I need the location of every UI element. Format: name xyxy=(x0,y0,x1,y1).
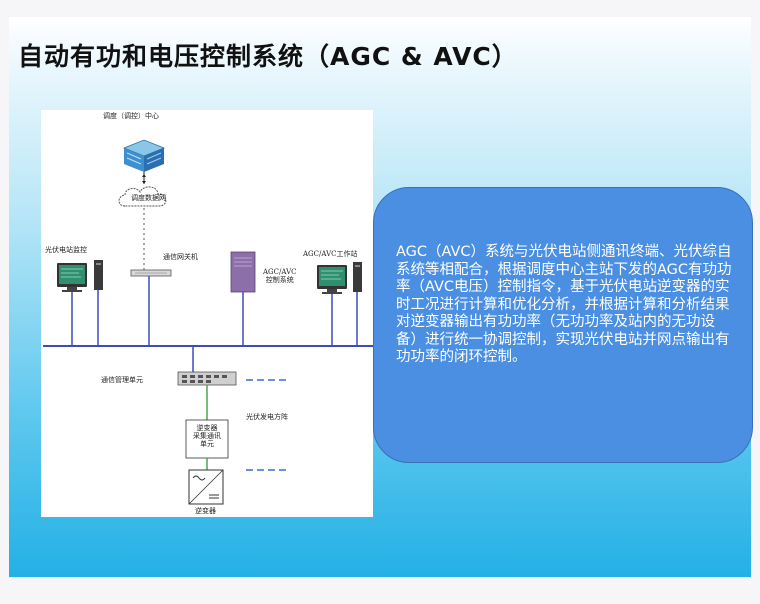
description-text: AGC（AVC）系统与光伏电站侧通讯终端、光伏综自系统等相配合，根据调度中心主站… xyxy=(396,244,732,365)
monitor-icon xyxy=(57,260,103,292)
pv-array-label: 光伏发电方阵 xyxy=(246,413,288,421)
server-cluster-icon xyxy=(122,139,166,172)
inverter-comm-unit-label: 逆变器 采集通讯 单元 xyxy=(193,424,221,449)
inverter-icon xyxy=(188,469,224,505)
slide-title: 自动有功和电压控制系统（AGC & AVC） xyxy=(18,42,518,71)
system-diagram: 调度（调控）中心 调度数据网 光伏电站监控 通信网关机 AGC/AVC 控制系统… xyxy=(41,110,373,517)
pv-monitor-label: 光伏电站监控 xyxy=(45,246,87,254)
switch-icon xyxy=(130,269,172,277)
tower-pc-icon xyxy=(230,251,256,293)
slide: 自动有功和电压控制系统（AGC & AVC） xyxy=(9,17,753,577)
cloud-icon xyxy=(118,186,167,207)
inverter-label: 逆变器 xyxy=(195,507,216,515)
diagram-lines xyxy=(43,139,373,505)
gateway-label: 通信网关机 xyxy=(163,253,198,261)
agc-avc-workstation-label: AGC/AVC工作站 xyxy=(303,250,358,258)
agc-avc-system-label: AGC/AVC 控制系统 xyxy=(263,268,297,285)
dispatch-center-label: 调度（调控）中心 xyxy=(103,112,159,120)
monitor-icon xyxy=(317,262,362,294)
comm-manager-label: 通信管理单元 xyxy=(101,376,143,384)
dispatch-network-label: 调度数据网 xyxy=(131,194,166,202)
switch-icon xyxy=(177,371,237,386)
description-panel: AGC（AVC）系统与光伏电站侧通讯终端、光伏综自系统等相配合，根据调度中心主站… xyxy=(373,187,753,463)
